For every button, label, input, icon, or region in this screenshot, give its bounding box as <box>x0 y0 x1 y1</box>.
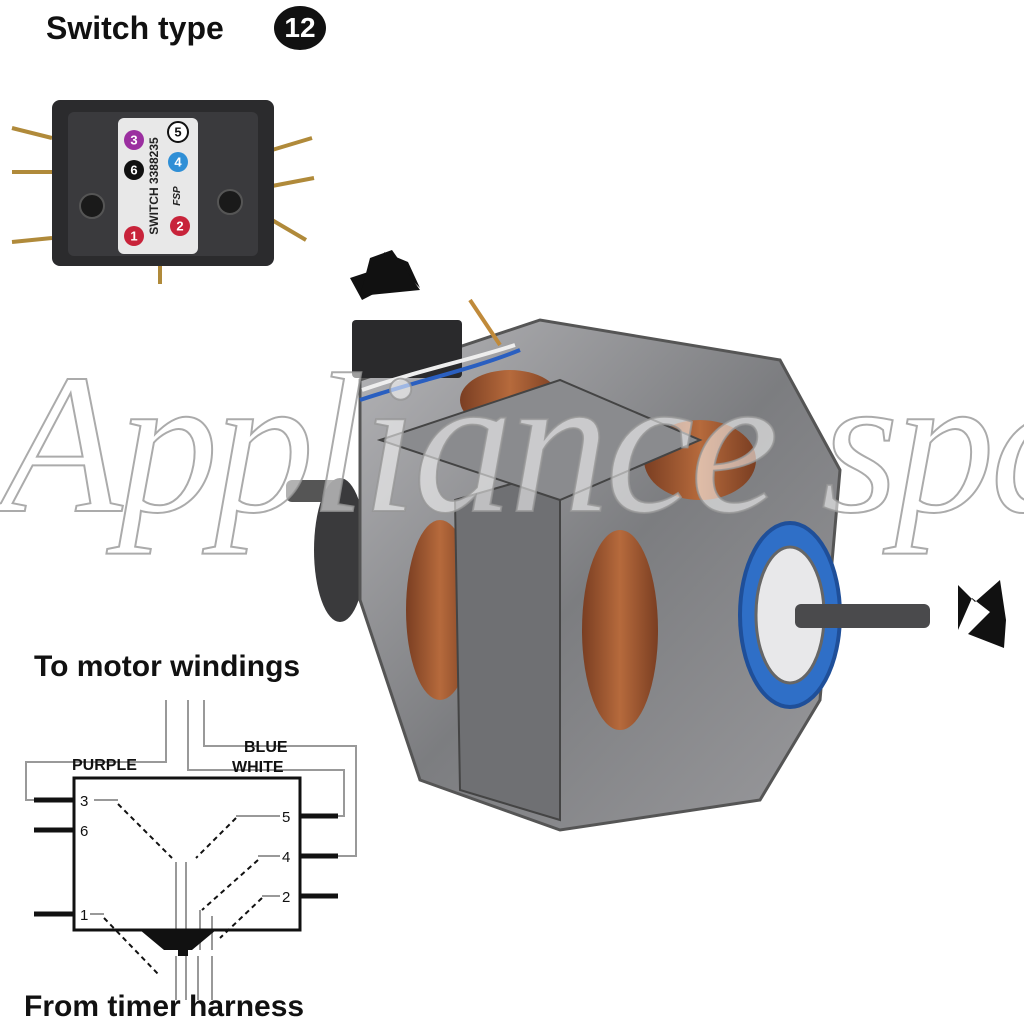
pin-leads <box>34 797 338 917</box>
motor-switch <box>352 320 462 378</box>
terminal-number: 3 <box>130 133 137 148</box>
terminal-dot <box>124 160 144 180</box>
terminal-number: 5 <box>174 125 181 140</box>
white-wire-label: WHITE <box>232 759 284 776</box>
terminal-number: 4 <box>174 155 182 170</box>
terminal-number: 2 <box>176 219 183 234</box>
terminal-dot <box>167 121 189 143</box>
stator-band <box>376 378 703 502</box>
page-title: Switch type <box>46 10 224 46</box>
pin-label-right: 2 <box>282 889 290 906</box>
terminal-dot <box>168 152 188 172</box>
screw-icon <box>79 193 105 219</box>
terminal-dot <box>170 216 190 236</box>
blue-wire-label: BLUE <box>244 739 288 756</box>
pin-label-left: 6 <box>80 823 88 840</box>
switch-terminals <box>11 126 315 284</box>
pin-label-left: 1 <box>80 907 88 924</box>
screw-icon <box>217 189 243 215</box>
motor-end-bell-left <box>314 478 366 622</box>
motor-shaft-right <box>795 604 930 628</box>
white-wire <box>361 343 516 392</box>
terminal-dot <box>124 130 144 150</box>
terminal-dot <box>124 226 144 246</box>
switch-type-badge: 12 <box>274 6 326 50</box>
switch-part-number: SWITCH 3388235 <box>147 137 161 235</box>
blue-wire <box>359 348 521 402</box>
terminal-number: 6 <box>130 163 137 178</box>
actuator-stem <box>178 934 188 956</box>
pin-label-right: 5 <box>282 809 290 826</box>
pin-label-left: 3 <box>80 793 88 810</box>
pin-label-right: 4 <box>282 849 290 866</box>
diagram-top-label: To motor windings <box>34 650 301 683</box>
purple-wire-label: PURPLE <box>72 757 137 774</box>
switch-contacts <box>103 803 263 977</box>
arrow-down-icon <box>360 250 420 296</box>
watermark: Appliance spares <box>0 333 1024 556</box>
diagram-bottom-label: From timer harness <box>24 990 305 1023</box>
manufacturer-logo: FSP <box>172 186 183 206</box>
motor-winding <box>582 530 658 730</box>
terminal-lead <box>468 298 502 347</box>
terminal-number: 1 <box>130 229 137 244</box>
arrow-left-icon <box>958 580 1006 648</box>
